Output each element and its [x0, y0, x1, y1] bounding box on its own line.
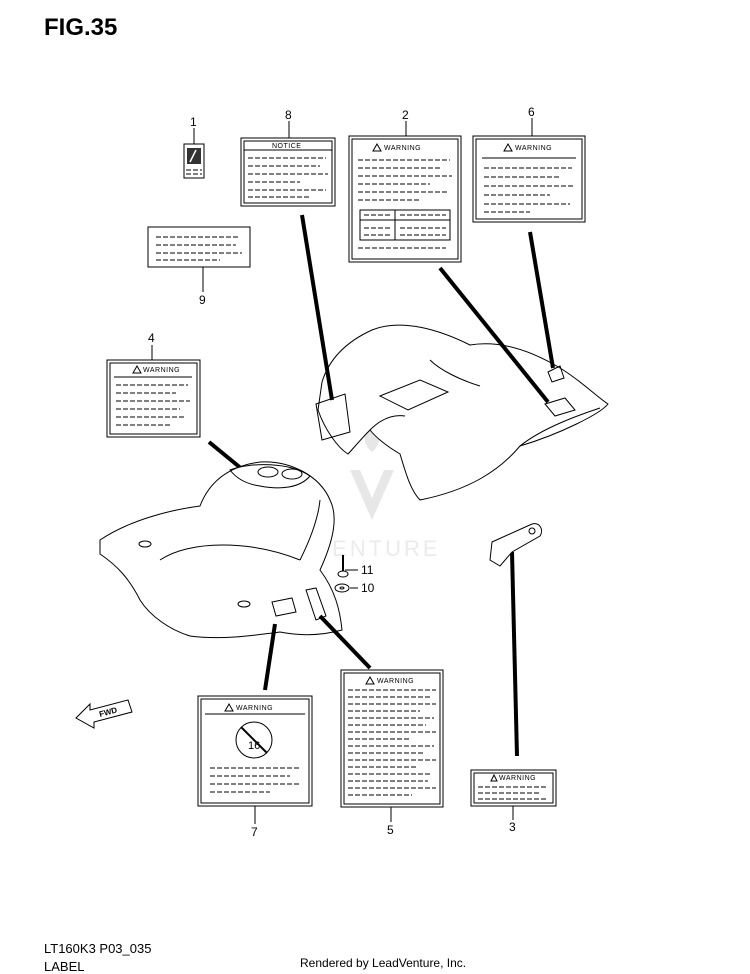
callout-2: 2 [402, 108, 409, 122]
leader-8 [300, 214, 334, 401]
rear-fender [315, 324, 609, 501]
callout-3: 3 [509, 820, 516, 834]
callout-8: 8 [285, 108, 292, 122]
leader-7 [263, 623, 277, 691]
label-4-warning: WARNING [106, 359, 201, 438]
part-10-washer [334, 583, 350, 593]
callout-7: 7 [251, 825, 258, 839]
part-3-bracket [489, 523, 543, 567]
model-code: LT160K3 P03_035 [44, 941, 152, 956]
label-7-warning: WARNING 16 [197, 695, 313, 807]
callout-4: 4 [148, 331, 155, 345]
callout-6: 6 [528, 105, 535, 119]
label-2-warning: WARNING [348, 135, 462, 263]
label-5-heading: WARNING [377, 678, 414, 685]
fwd-arrow-icon: FWD [75, 699, 133, 729]
callout-10: 10 [361, 581, 375, 595]
callout-9: 9 [199, 293, 206, 307]
label-3-warning: WARNING [470, 769, 557, 807]
callout-lines [151, 118, 533, 824]
leader-5 [318, 614, 372, 670]
callout-11: 11 [361, 563, 374, 577]
leader-3 [510, 551, 519, 757]
section-name: LABEL [44, 959, 85, 974]
label-1-tag [183, 143, 205, 179]
label-6-warning: WARNING [472, 135, 586, 223]
label-2-heading: WARNING [384, 145, 421, 152]
leader-6 [528, 231, 555, 369]
label-6-heading: WARNING [515, 145, 552, 152]
callout-5: 5 [387, 823, 394, 837]
label-8-heading: NOTICE [272, 143, 301, 150]
label-5-warning: WARNING [340, 669, 444, 808]
figure-title: FIG.35 [44, 14, 118, 41]
callout-1: 1 [190, 115, 197, 129]
age-16-text: 16 [248, 740, 260, 752]
label-7-heading: WARNING [236, 705, 273, 712]
render-credit: Rendered by LeadVenture, Inc. [300, 956, 467, 970]
label-9-sticker [147, 226, 251, 268]
part-11-bolt [337, 555, 349, 578]
label-3-heading: WARNING [499, 775, 536, 782]
label-8-notice: NOTICE [240, 137, 336, 207]
leader-2 [438, 266, 550, 404]
label-4-heading: WARNING [143, 367, 180, 374]
front-fender [99, 461, 343, 639]
